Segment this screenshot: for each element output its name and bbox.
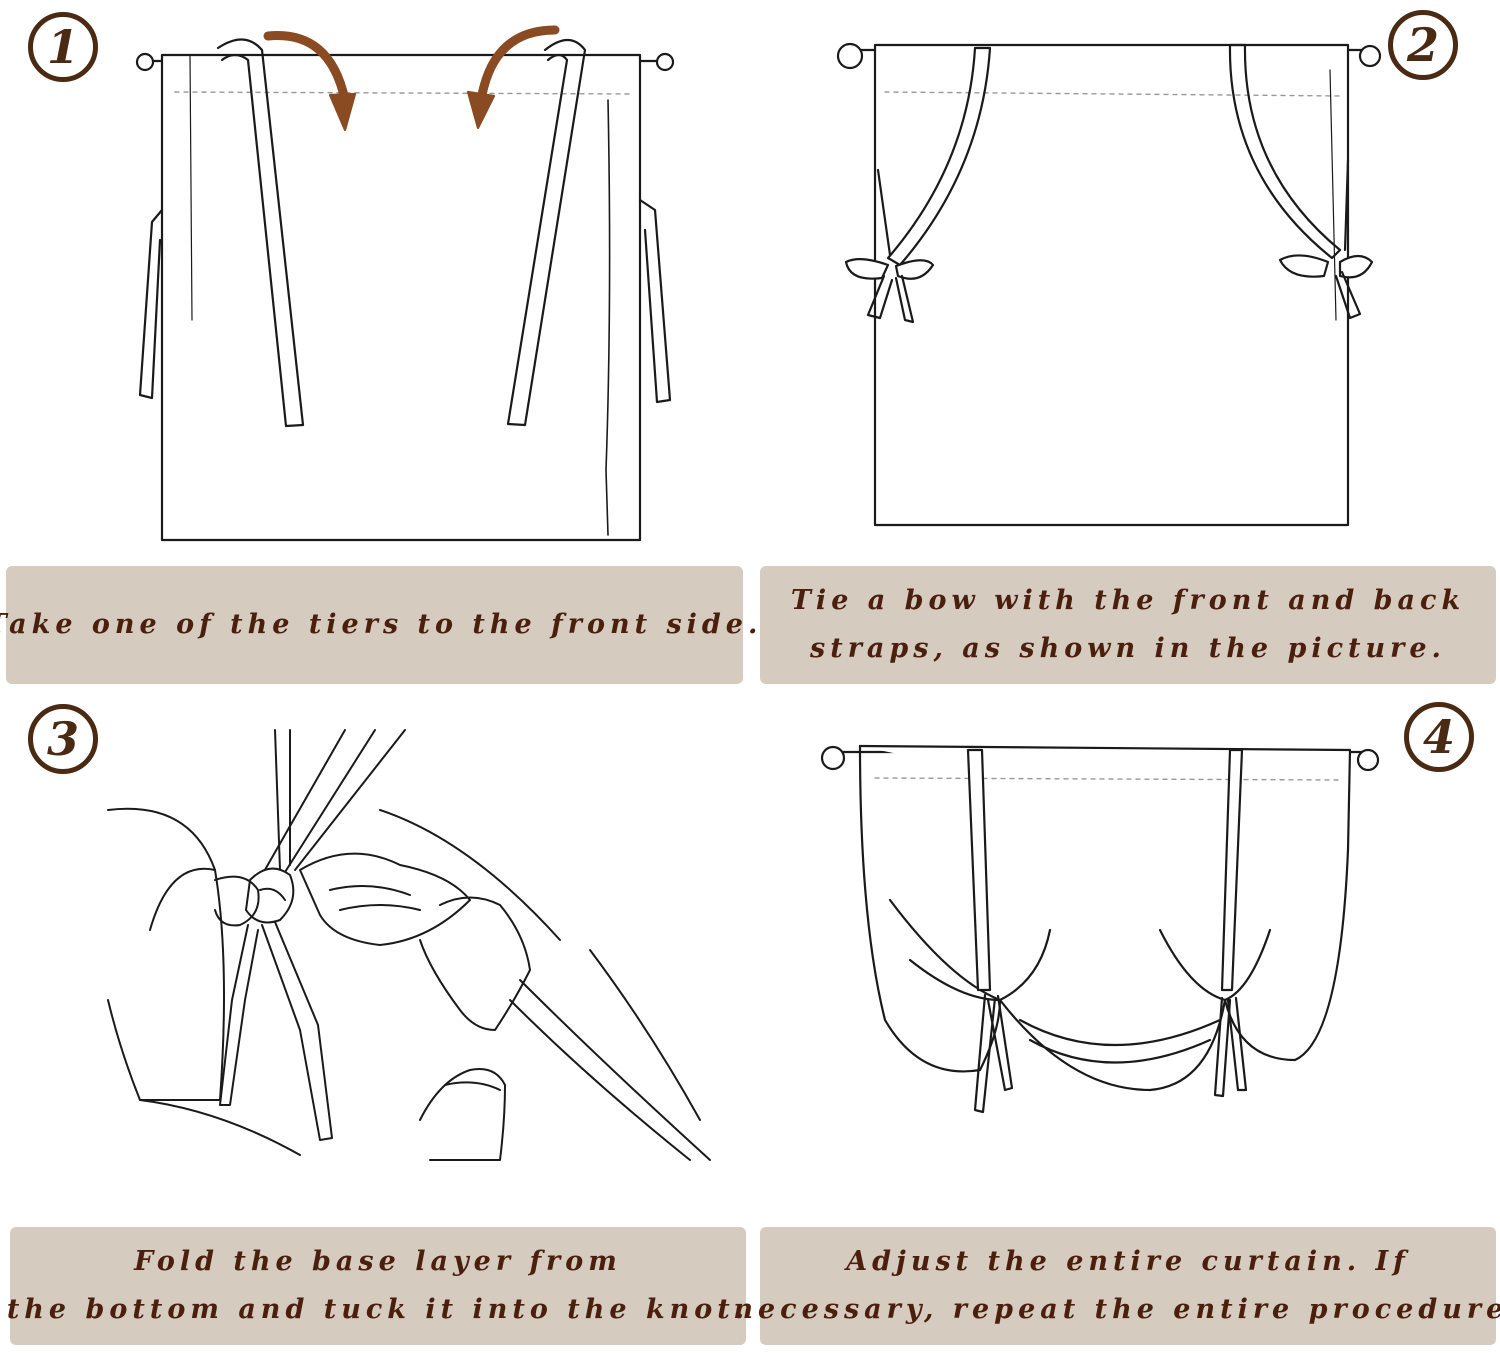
- strap-right: [1220, 748, 1244, 992]
- tie-tail-left: [973, 993, 997, 1114]
- step-4-illustration: [750, 700, 1500, 1220]
- tie-tail-right: [1213, 996, 1232, 1098]
- rod-finial-right: [1358, 44, 1382, 68]
- strap-hanging-1: [261, 921, 333, 1141]
- strap-left: [966, 748, 992, 992]
- step-4-badge: 4: [1404, 702, 1474, 772]
- caption-line: the bottom and tuck it into the knot.: [6, 1294, 750, 1325]
- caption-line: Tie a bow with the front and back: [790, 585, 1466, 616]
- curtain-panel: [160, 53, 642, 542]
- rod-finial-left: [820, 745, 846, 771]
- step-3-illustration: [0, 700, 750, 1220]
- front-strap-right: [506, 38, 587, 427]
- caption-line: Fold the base layer from: [134, 1246, 622, 1277]
- step-2-illustration: [750, 0, 1500, 560]
- bow-left: [844, 258, 935, 324]
- back-strap-left: [138, 208, 164, 400]
- arrow-fold-right: [466, 25, 560, 130]
- curtain-panel: [873, 43, 1350, 527]
- step-3-badge: 3: [28, 704, 98, 774]
- strap-hanging-2: [219, 924, 259, 1106]
- strap-right: [1228, 43, 1342, 260]
- rod-finial-right: [655, 52, 675, 72]
- caption-line: Adjust the entire curtain. If: [846, 1246, 1410, 1277]
- step-4-caption: Adjust the entire curtain. If necessary,…: [733, 1227, 1500, 1345]
- caption-line: straps, as shown in the picture.: [810, 633, 1446, 664]
- step-1-badge: 1: [28, 12, 98, 82]
- right-hand: [419, 896, 531, 1031]
- step-2-caption: Tie a bow with the front and back straps…: [760, 566, 1496, 684]
- left-hand: [214, 875, 260, 927]
- step-1-caption: Take one of the tiers to the front side.: [0, 566, 757, 684]
- swag-right: [1223, 848, 1350, 1062]
- step-1-illustration: [0, 0, 750, 560]
- bow-right: [1278, 254, 1374, 320]
- swag-center: [998, 998, 1227, 1092]
- step-3-caption: Fold the base layer from the bottom and …: [6, 1227, 750, 1345]
- curtain-body: [107, 807, 225, 1101]
- rod-finial-right: [1356, 748, 1380, 772]
- arrow-fold-left: [263, 31, 357, 132]
- back-strap-right: [638, 198, 672, 404]
- step-2-badge: 2: [1388, 10, 1458, 80]
- folded-fabric: [299, 852, 471, 946]
- caption-line: Take one of the tiers to the front side.: [0, 609, 763, 640]
- front-strap-left: [216, 38, 305, 428]
- caption-line: necessary, repeat the entire procedure.: [733, 1294, 1500, 1325]
- knot: [245, 867, 295, 924]
- curtain-panel: [858, 744, 1352, 852]
- rod-finial-left: [836, 42, 864, 70]
- right-arm: [419, 1068, 506, 1161]
- rod-finial-left: [135, 52, 155, 72]
